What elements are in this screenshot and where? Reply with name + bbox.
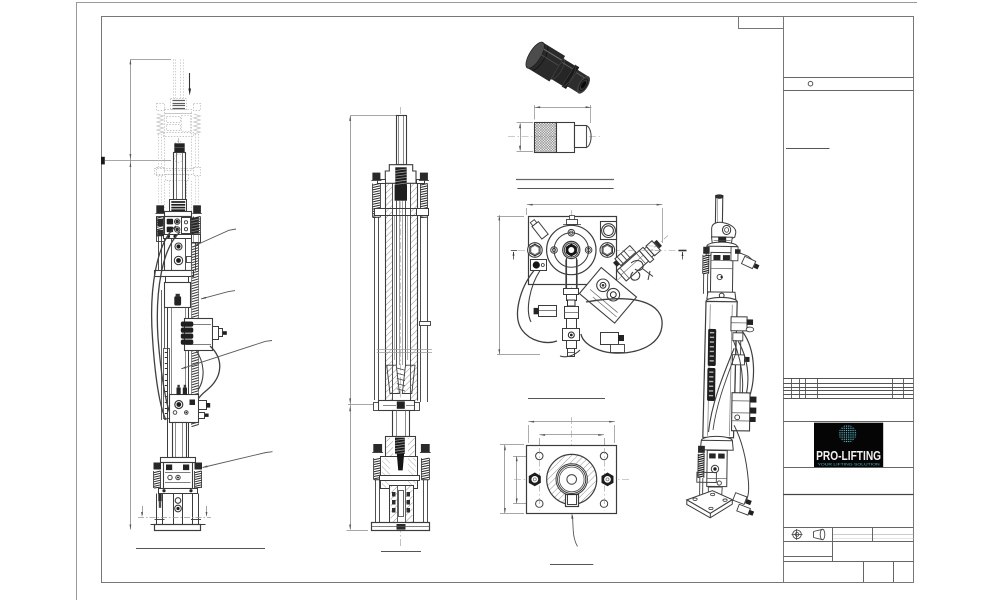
svg-text:PRO-LIFTING: PRO-LIFTING <box>816 448 881 463</box>
svg-text:YOUR LIFTING SOLUTION: YOUR LIFTING SOLUTION <box>818 462 881 466</box>
